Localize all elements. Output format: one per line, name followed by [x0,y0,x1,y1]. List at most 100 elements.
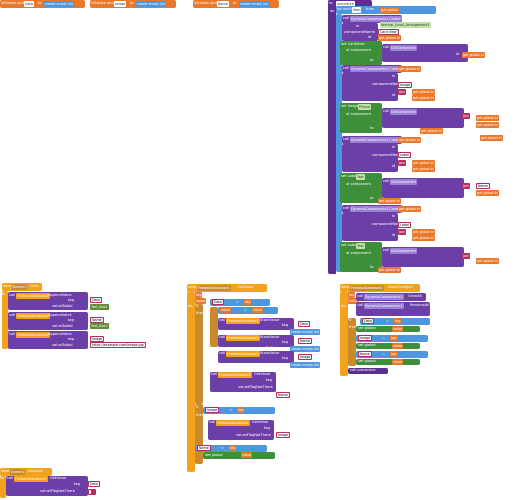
dyn-ref[interactable]: DynamicComponents1 [364,294,404,300]
card-view-string[interactable]: Card View [378,29,399,35]
tag-name-string[interactable]: Name [358,351,372,357]
tag-image-string[interactable]: Image [276,432,291,438]
tag-name-string[interactable]: Name [298,338,312,344]
image-string[interactable]: Image [398,82,413,88]
get-tag[interactable]: tag [390,335,398,341]
join-block[interactable]: join [462,253,470,259]
call-procedure[interactable]: call procedure [348,368,388,374]
get-global-id[interactable]: get global id [398,66,421,72]
data-changed-header[interactable]: when FirebaseDatabase1 DataChanged [340,284,420,292]
get-component-method[interactable]: GetComponent [390,248,418,254]
append-call-2[interactable]: call FirebaseDatabase1 AppendValue tag v… [8,312,88,330]
db-ref[interactable]: FirebaseDatabase1 [197,285,231,291]
get-global-var[interactable]: get global [380,7,399,13]
get-global-id[interactable]: get global id [412,166,435,172]
db-ref[interactable]: FirebaseDatabase1 [16,332,50,338]
db-ref[interactable]: FirebaseDatabase1 [226,318,260,324]
get-global-id[interactable]: get global id [476,258,499,264]
get-global-id[interactable]: get global id [476,122,499,128]
get-value-call[interactable]: call FirebaseDatabase1 GetValue tag valu… [6,476,88,496]
append-call-1[interactable]: call FirebaseDatabase1 AppendValue tag v… [8,292,88,310]
value-param[interactable]: value [348,298,360,304]
for-each-block[interactable]: for each item from get global [336,6,436,14]
set-global-block[interactable]: set global value [203,452,275,459]
create-call-block[interactable]: call DynamicComponents1.Create [342,65,402,73]
tag-image-string[interactable]: Image [298,354,313,360]
compare-block[interactable]: value = value [218,307,278,314]
db-ref[interactable]: FirebaseDatabase1 [226,351,260,357]
screen-init-header[interactable]: when Screen1 Initialize [0,468,52,476]
db-ref[interactable]: FirebaseDatabase1 [16,293,50,299]
set-label-block[interactable]: set Label Text of component to [340,242,382,272]
procedure-header[interactable]: to procedure [328,0,372,8]
label-string[interactable]: Label [398,222,411,228]
tag-string[interactable]: Data [90,297,102,303]
create-empty-list[interactable]: create empty list [290,329,320,335]
join-block[interactable]: join [398,89,406,95]
db-ref[interactable]: FirebaseDatabase1 [16,313,50,319]
textbox-ref[interactable]: Text_Box2 [90,323,109,329]
join-block[interactable]: join [462,113,470,119]
create-empty-list[interactable]: create empty list [290,346,320,352]
create-empty-list[interactable]: create empty list [44,1,74,7]
get-component-block[interactable]: call GetComponent [382,108,464,128]
value-param[interactable]: value [195,298,207,304]
remove-call[interactable]: call DynamicComponents1 RemoveAll [356,302,430,316]
get-global-id[interactable]: get global id [420,128,443,134]
get-component-method[interactable]: GetComponent [390,109,418,115]
join-block[interactable]: join [398,229,406,235]
dynamic-create[interactable]: DynamicComponents1.Create [350,206,402,212]
append-call-3[interactable]: call FirebaseDatabase1 AppendValue tag v… [8,331,88,349]
get-global-id[interactable]: get global id [412,95,435,101]
get-tag[interactable]: tag [229,445,237,451]
tag-name-string[interactable]: Name [197,445,211,451]
db-ref[interactable]: FirebaseDatabase1 [350,285,384,291]
text-prop[interactable]: Text [356,174,365,180]
get-tag[interactable]: tag [244,299,252,305]
store-value-1[interactable]: call FirebaseDatabase1 StoreValue tag [218,318,294,330]
set-global-name[interactable]: set global value [356,359,420,365]
get-global-id[interactable]: get global id [378,198,401,204]
create-empty-list[interactable]: create empty list [239,1,269,7]
create-call-block[interactable]: call DynamicComponents1.Create [342,15,402,23]
tag-image-string[interactable]: Image [358,335,373,341]
url-string[interactable]: https://example.com/image.jpg [90,342,146,348]
create-empty-list[interactable]: create empty list [290,362,320,368]
text-prop[interactable]: Text [356,243,365,249]
set-global-data[interactable]: set global value [356,326,420,332]
procedure-name[interactable]: procedure [336,1,355,7]
get-global-id[interactable]: get global id [378,267,401,273]
global-name[interactable]: Data [24,1,34,7]
get-component-method[interactable]: GetComponent [390,45,418,51]
tag-data-string[interactable]: Data [212,299,224,305]
get-component-block[interactable]: call GetComponent [382,178,464,198]
get-component-method[interactable]: GetComponent [390,179,418,185]
dynamic-create[interactable]: DynamicComponents1.Create [350,137,402,143]
tag-param[interactable]: tag [195,292,203,298]
empty-string[interactable] [88,489,96,495]
button-click-header[interactable]: when Button1 Click [2,283,42,291]
tag-data-string[interactable]: Data [362,318,374,324]
tag-image-string[interactable]: Image [205,407,220,413]
get-value[interactable]: value [392,343,404,349]
tag-data-string[interactable]: Data [88,481,100,487]
get-value-call-2[interactable]: call FirebaseDatabase1 GetValue tag valu… [208,420,274,440]
tag-data-string[interactable]: Data [298,321,310,327]
store-value-3[interactable]: call FirebaseDatabase1 StoreValue tag [218,351,294,363]
get-value[interactable]: value [220,307,232,313]
tag-string[interactable]: Image [90,336,105,342]
get-global-id[interactable]: get global id [412,235,435,241]
global-data-block[interactable]: initialize global Data to create empty l… [0,0,85,8]
global-name[interactable]: Image [114,1,127,7]
compare-block[interactable]: Name = tag [356,351,428,358]
set-label-block[interactable]: set Label Text of component to [340,173,382,203]
compare-block[interactable]: Name = tag [195,445,267,452]
store-value-2[interactable]: call FirebaseDatabase1 StoreValue tag [218,335,294,347]
picture-prop[interactable]: Picture [358,104,372,110]
compare-block[interactable]: Data = tag [360,318,430,325]
screen-ref[interactable]: Screen1 [10,469,26,475]
get-value-call-1[interactable]: call FirebaseDatabase1 GetValue tag valu… [210,372,276,392]
arrangement-ref[interactable]: Vertical_Scroll_Arrangement1 [380,22,431,28]
get-global-id[interactable]: get global id [462,52,485,58]
for-item[interactable]: item [352,7,362,13]
